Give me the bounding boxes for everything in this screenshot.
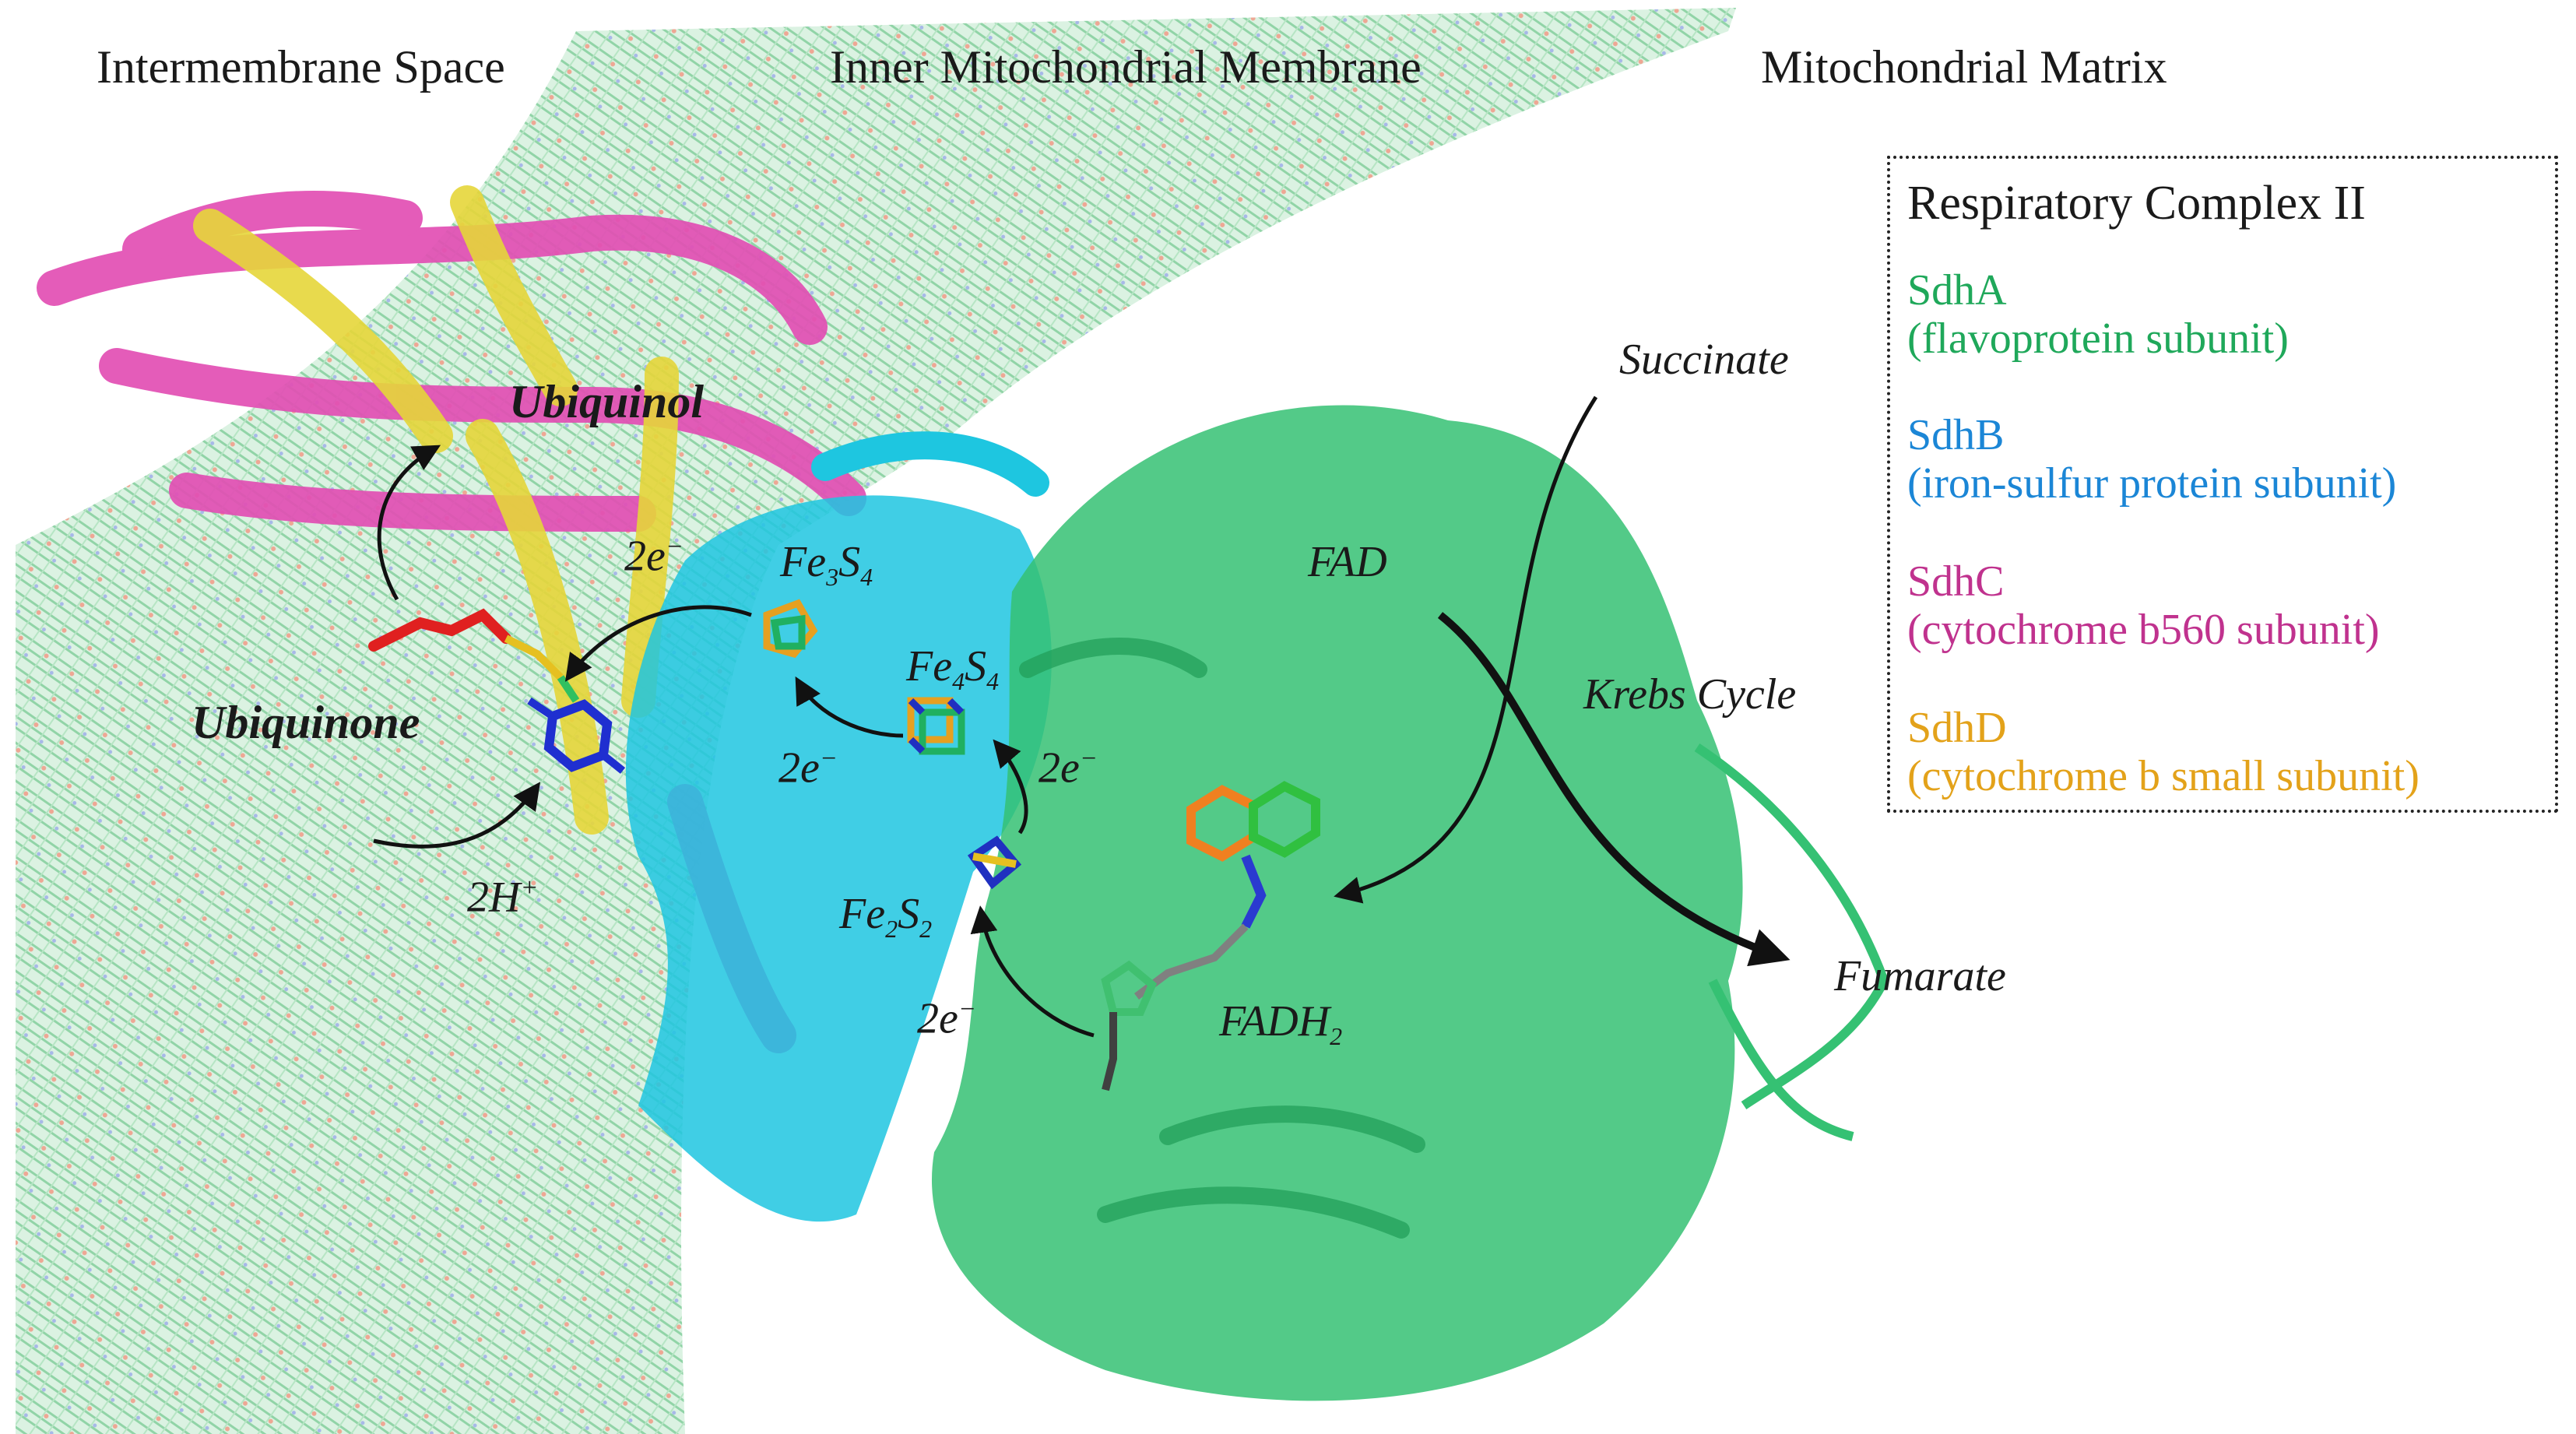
intermembrane-space-label: Intermembrane Space <box>97 41 505 93</box>
ubiquinone-label: Ubiquinone <box>192 697 420 748</box>
fe3s4-label: Fe3S4 <box>780 538 873 592</box>
matrix-label: Mitochondrial Matrix <box>1761 41 2167 93</box>
fe4s4-cluster <box>907 697 965 755</box>
fe2s2-label: Fe2S2 <box>839 890 933 944</box>
fe4s4-label: Fe4S4 <box>906 642 1000 696</box>
fe3s4-cluster <box>763 599 818 659</box>
electron-label-3: 2e− <box>1038 743 1098 793</box>
sdhd-subunit <box>193 185 679 835</box>
sdha-subunit <box>931 405 1889 1401</box>
electron-label-4: 2e− <box>917 994 976 1043</box>
legend-sdhb-desc: (iron-sulfur protein subunit) <box>1907 459 2397 508</box>
sdhb-subunit <box>625 431 1052 1222</box>
fad-molecule <box>1101 781 1320 1091</box>
legend-title: Respiratory Complex II <box>1907 177 2366 230</box>
electron-arrows <box>373 445 1095 1038</box>
legend-sdhc-name: SdhC <box>1907 557 2005 606</box>
legend-sdhd-name: SdhD <box>1907 704 2007 752</box>
fadh2-label: FADH2 <box>1219 997 1343 1051</box>
electron-label-2: 2e− <box>778 743 838 793</box>
fumarate-label: Fumarate <box>1834 952 2006 1000</box>
succinate-label: Succinate <box>1619 336 1789 384</box>
fe2s2-cluster <box>967 835 1022 890</box>
electron-label-1: 2e− <box>624 532 684 581</box>
krebs-arrows <box>1334 395 1791 967</box>
legend-sdha-desc: (flavoprotein subunit) <box>1907 315 2289 363</box>
membrane-band <box>16 8 1736 1434</box>
ubiquinol-label: Ubiquinol <box>509 376 705 427</box>
fad-label: FAD <box>1308 538 1387 586</box>
two-h-label: 2H+ <box>467 873 539 922</box>
legend-sdhd-desc: (cytochrome b small subunit) <box>1907 752 2420 800</box>
legend-box: Respiratory Complex II SdhA (flavoprotei… <box>1887 156 2558 813</box>
legend-sdha-name: SdhA <box>1907 266 2007 315</box>
inner-membrane-label: Inner Mitochondrial Membrane <box>830 41 1422 93</box>
legend-sdhc-desc: (cytochrome b560 subunit) <box>1907 606 2380 654</box>
ubiquinone-molecule <box>368 608 626 774</box>
krebs-cycle-label: Krebs Cycle <box>1583 670 1797 719</box>
legend-sdhb-name: SdhB <box>1907 411 2005 459</box>
